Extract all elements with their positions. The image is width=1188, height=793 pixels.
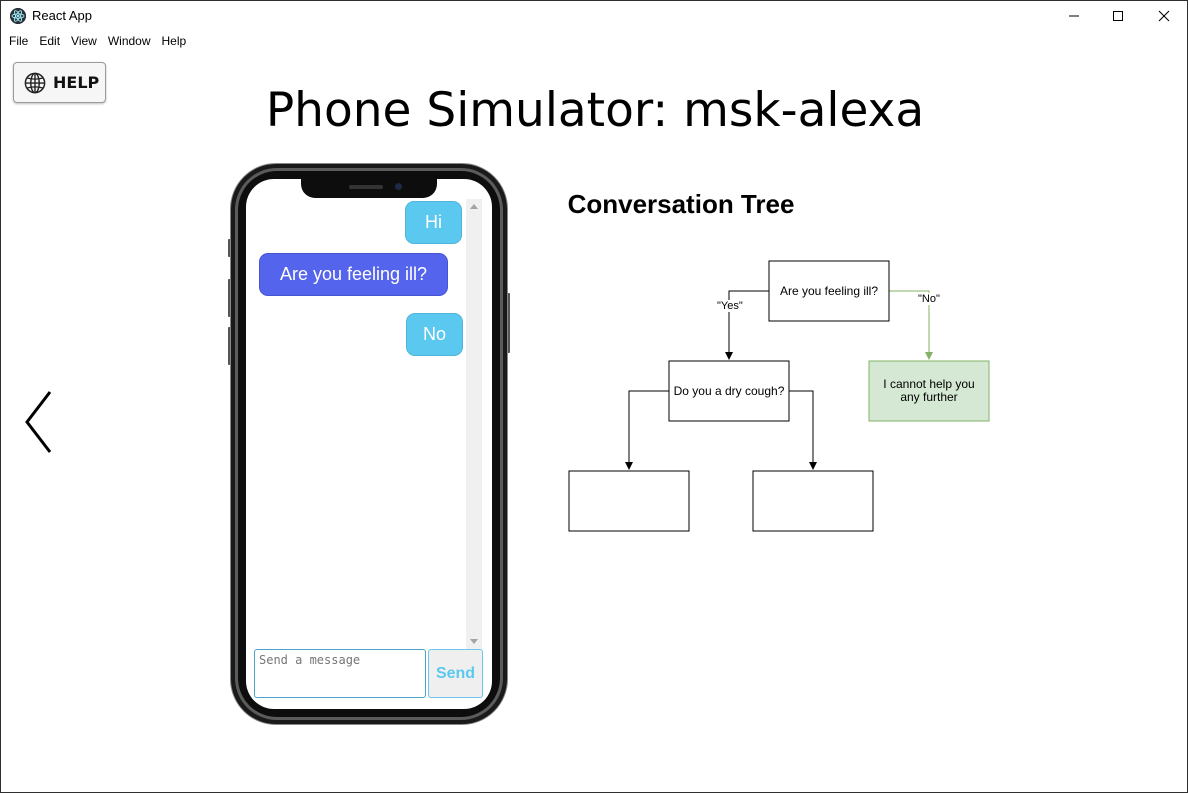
tree-node-empty-right-box[interactable] — [752, 470, 874, 532]
menu-item-file[interactable]: File — [9, 34, 29, 48]
tree-node-root-box[interactable] — [768, 260, 890, 322]
tree-node-root: Are you feeling ill? — [779, 283, 879, 298]
title-bar: React App — [1, 1, 1187, 31]
edge-cough-right — [789, 390, 817, 470]
electron-icon — [10, 8, 26, 24]
tree-node-empty-left — [569, 471, 689, 531]
globe-icon — [24, 72, 46, 93]
tree-node-yes: Do you a dry cough? — [673, 383, 785, 398]
edge-no — [889, 290, 933, 360]
phone-notch — [301, 179, 437, 198]
tree-node-empty-left-box[interactable] — [568, 470, 690, 532]
page-title: Phone Simulator: msk-alexa — [265, 83, 925, 138]
help-button-label: HELP — [53, 73, 100, 92]
edge-yes — [725, 290, 769, 360]
menu-bar: File Edit View Window Help — [1, 31, 1187, 51]
close-icon[interactable] — [1141, 1, 1187, 31]
phone-volume-up — [228, 279, 231, 317]
chat-message-bot: Are you feeling ill? — [259, 253, 448, 296]
tree-node-no: I cannot help you any further — [883, 377, 975, 404]
edge-label-yes: "Yes" — [717, 300, 743, 312]
phone-screen: Hi Are you feeling ill? No Send — [246, 179, 492, 709]
menu-item-window[interactable]: Window — [107, 34, 151, 48]
phone-mute-switch — [228, 239, 231, 257]
menu-item-edit[interactable]: Edit — [39, 34, 61, 48]
tree-node-yes-box[interactable] — [668, 360, 790, 422]
scroll-up-arrow-icon[interactable] — [470, 204, 478, 209]
tree-node-empty-right — [753, 471, 873, 531]
menu-item-view[interactable]: View — [71, 34, 97, 48]
maximize-icon[interactable] — [1095, 1, 1141, 31]
edge-label-no: "No" — [918, 293, 940, 305]
message-input[interactable] — [254, 649, 426, 698]
phone-power-button — [507, 293, 510, 353]
phone-simulator: Hi Are you feeling ill? No Send — [228, 163, 510, 727]
help-button[interactable]: HELP — [13, 62, 106, 103]
tree-node-no-box[interactable] — [868, 360, 990, 422]
scroll-down-arrow-icon[interactable] — [470, 639, 478, 644]
chat-scrollbar[interactable] — [466, 199, 482, 649]
send-button[interactable]: Send — [428, 649, 483, 698]
camera-icon — [395, 183, 402, 190]
chat-message-user: Hi — [405, 201, 462, 244]
menu-item-help[interactable]: Help — [161, 34, 187, 48]
edge-cough-left — [625, 390, 669, 470]
chat-message-user: No — [406, 313, 463, 356]
phone-volume-down — [228, 327, 231, 365]
minimize-icon[interactable] — [1051, 1, 1097, 31]
tree-title: Conversation Tree — [567, 189, 795, 219]
chevron-left-icon[interactable] — [23, 389, 55, 455]
window-title: React App — [32, 8, 92, 23]
